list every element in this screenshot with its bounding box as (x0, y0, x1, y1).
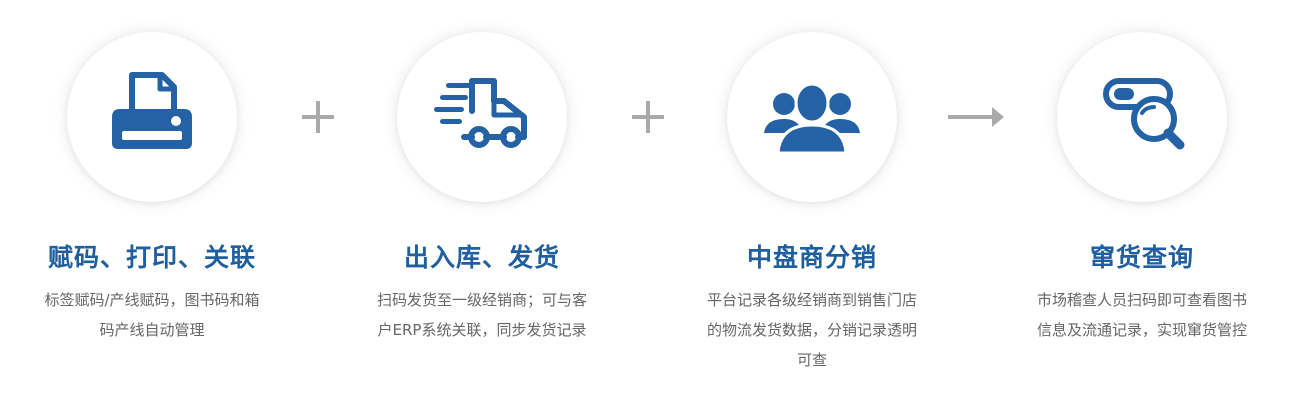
step-icon-circle (397, 32, 567, 202)
arrow-right-icon (946, 92, 1006, 142)
step-diversion-query: 窜货查询 市场稽查人员扫码即可查看图书信息及流通记录，实现窜货管控 (1012, 0, 1272, 400)
step-icon-circle (727, 32, 897, 202)
step-title: 出入库、发货 (403, 243, 560, 272)
step-icon-circle (67, 32, 237, 202)
step-description: 平台记录各级经销商到销售门店的物流发货数据，分销记录透明可查 (706, 291, 917, 369)
step-description: 标签赋码/产线赋码，图书码和箱码产线自动管理 (44, 291, 260, 339)
step-icon-circle (1057, 32, 1227, 202)
search-inspect-icon (1103, 78, 1185, 150)
step-description: 市场稽查人员扫码即可查看图书信息及流通记录，实现窜货管控 (1036, 291, 1247, 339)
printer-icon (112, 72, 192, 149)
step-title: 窜货查询 (1089, 243, 1194, 272)
delivery-truck-icon (434, 78, 527, 148)
plus-icon (618, 92, 678, 142)
step-distribution: 中盘商分销 平台记录各级经销商到销售门店的物流发货数据，分销记录透明可查 (682, 0, 942, 400)
step-warehouse-shipping: 出入库、发货 扫码发货至一级经销商；可与客户ERP系统关联，同步发货记录 (352, 0, 612, 400)
step-coding-printing: 赋码、打印、关联 标签赋码/产线赋码，图书码和箱码产线自动管理 (22, 0, 282, 400)
step-description: 扫码发货至一级经销商；可与客户ERP系统关联，同步发货记录 (376, 291, 587, 339)
user-group-icon (764, 82, 860, 155)
step-title: 赋码、打印、关联 (47, 243, 256, 272)
step-title: 中盘商分销 (746, 243, 877, 272)
plus-icon (288, 92, 348, 142)
